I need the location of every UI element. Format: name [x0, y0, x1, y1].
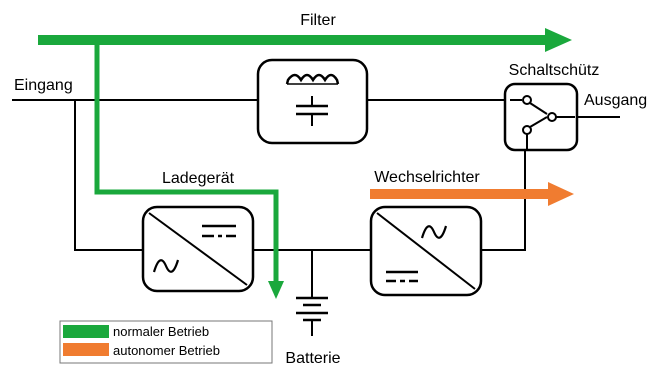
- autonomous-operation-path: [370, 182, 574, 206]
- filter-label: Filter: [300, 12, 336, 29]
- legend-swatch-autonomous: [63, 343, 109, 356]
- legend-label-autonomous: autonomer Betrieb: [113, 343, 220, 358]
- inverter-to-switch-line: [481, 150, 526, 251]
- legend: normaler Betrieb autonomer Betrieb: [59, 320, 273, 364]
- batterie-label: Batterie: [285, 350, 340, 367]
- normal-operation-path: [38, 28, 572, 299]
- ac-dc-converter-icon: [141, 205, 255, 293]
- legend-swatch-normal: [63, 325, 109, 338]
- legend-label-normal: normaler Betrieb: [113, 324, 209, 339]
- battery-icon: [296, 296, 328, 336]
- ladegeraet-label: Ladegerät: [162, 170, 235, 187]
- eingang-label: Eingang: [14, 77, 73, 94]
- wechselrichter-label: Wechselrichter: [374, 169, 480, 186]
- filter-icon: [256, 58, 369, 145]
- input-to-charger-line: [74, 100, 143, 251]
- dc-ac-converter-icon: [369, 205, 483, 297]
- schaltschuetz-label: Schaltschütz: [509, 62, 600, 79]
- contactor-switch-icon: [503, 82, 579, 152]
- ausgang-label: Ausgang: [584, 92, 647, 109]
